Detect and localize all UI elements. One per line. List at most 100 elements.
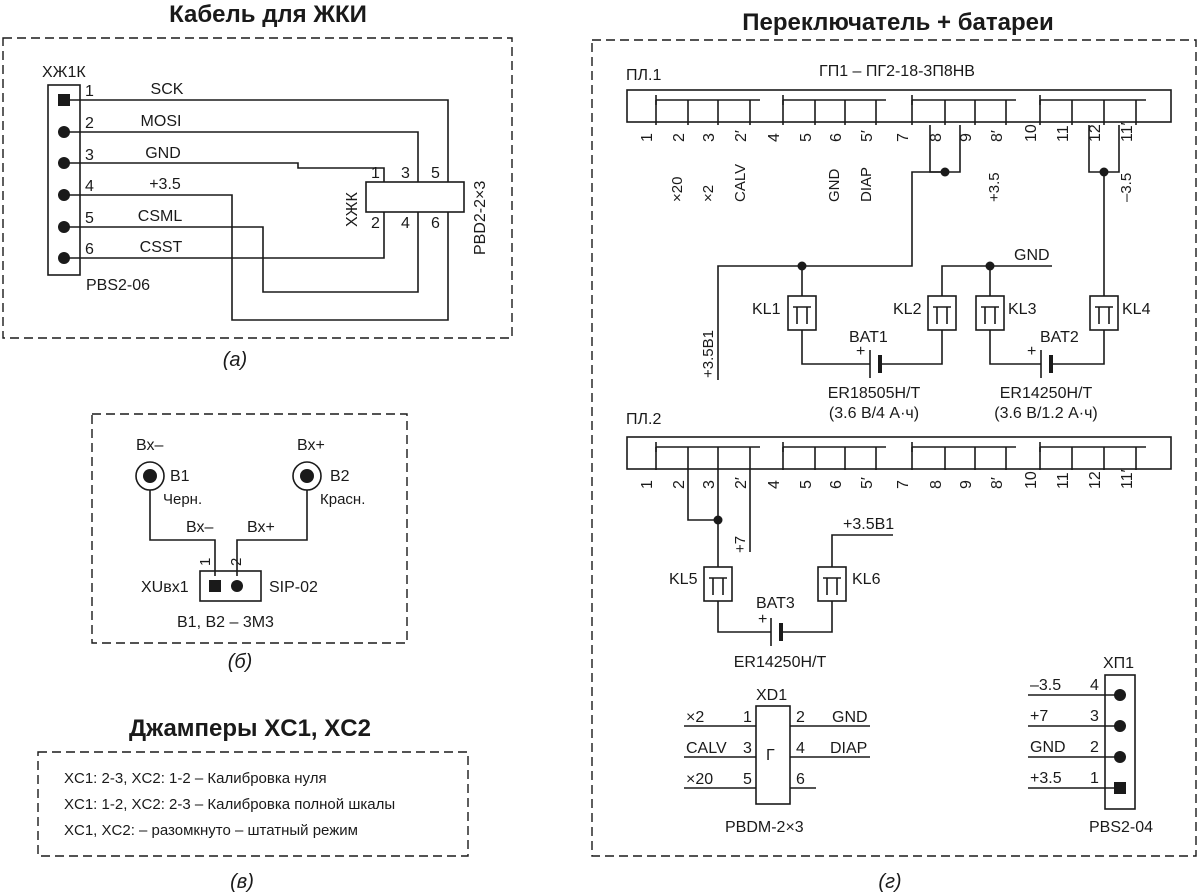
caption-v: (в) xyxy=(230,871,254,893)
net-35b1-label: +3.5В1 xyxy=(700,330,717,378)
contact-number: 4 xyxy=(766,480,783,489)
input-b2-color: Красн. xyxy=(320,491,365,508)
connector-xd1-type: PBDM-2×3 xyxy=(725,819,804,836)
signal-label: CSST xyxy=(140,239,183,256)
jumper-line: XC1: 2-3, XC2: 1-2 – Калибровка нуля xyxy=(64,770,327,787)
contact-number: 12 xyxy=(1087,124,1104,142)
deck2-label: ПЛ.2 xyxy=(626,411,661,428)
contact-number: 3 xyxy=(701,133,718,142)
contact-number: 4 xyxy=(766,133,783,142)
pin-number: 4 xyxy=(85,178,94,195)
net-gnd-label: GND xyxy=(1014,247,1050,264)
battery-plus: + xyxy=(758,611,767,628)
xd1-left-net: CALV xyxy=(686,740,727,757)
pin-number: 3 xyxy=(85,147,94,164)
socket-pin: 6 xyxy=(431,215,440,232)
net-label: ×2 xyxy=(700,185,717,202)
xd1-right-net: DIAP xyxy=(830,740,867,757)
switch-deck-body xyxy=(626,89,1172,123)
panel-v-jumpers: XC1: 2-3, XC2: 1-2 – Калибровка нуля XC1… xyxy=(37,751,469,857)
contact-number: 10 xyxy=(1023,124,1040,142)
panel-g-frame xyxy=(591,39,1197,857)
contact-number: 5′ xyxy=(859,477,876,489)
contact-number: 10 xyxy=(1023,471,1040,489)
wire-vx-plus xyxy=(236,490,308,576)
net-label: DIAP xyxy=(858,167,875,202)
battery-ref: BAT1 xyxy=(849,329,888,346)
connector-xp1-ref: ХП1 xyxy=(1103,655,1134,672)
net-label: GND xyxy=(826,169,843,203)
net-label: CALV xyxy=(732,164,749,202)
contact-number: 2′ xyxy=(733,130,750,142)
input-b1-jack-center xyxy=(143,469,157,483)
contact-number: 6 xyxy=(828,480,845,489)
wire-gnd-bus xyxy=(941,265,1052,296)
battery-type: ER14250H/T xyxy=(1000,385,1093,402)
battery-spec: (3.6 В/4 А·ч) xyxy=(829,405,919,422)
connector-xp1-body xyxy=(1104,674,1136,810)
caption-b: (б) xyxy=(228,651,253,673)
input-b2-name: Вх+ xyxy=(297,437,325,454)
wire-plus35 xyxy=(64,194,449,321)
jumper-line: XC1: 1-2, XC2: 2-3 – Калибровка полной ш… xyxy=(64,796,395,813)
contact-number: 8 xyxy=(928,133,945,142)
signal-label: +3.5 xyxy=(149,176,181,193)
contact-number: 7 xyxy=(895,480,912,489)
relay-label: KL2 xyxy=(893,301,922,318)
socket-pin: 2 xyxy=(371,215,380,232)
xp1-pin-num: 1 xyxy=(1090,770,1099,787)
switch-title: ГП1 – ПГ2-18-3П8НВ xyxy=(819,63,975,80)
panel-v-frame xyxy=(37,751,469,857)
wire-vx-minus xyxy=(149,490,216,576)
battery-ref: BAT3 xyxy=(756,595,795,612)
net-label: –3.5 xyxy=(1118,173,1135,202)
connector-xj1k-body xyxy=(47,84,81,276)
xp1-pin-num: 4 xyxy=(1090,677,1099,694)
panel-b-inputs: Вх– B1 Черн. Вх+ B2 Красн. Вх– Вх+ 1 2 X… xyxy=(91,413,408,644)
pin-number: 1 xyxy=(197,558,214,566)
connector-type-label: PBS2-06 xyxy=(86,277,150,294)
contact-number: 1 xyxy=(639,133,656,142)
wire-csst xyxy=(64,212,385,259)
battery-plus: + xyxy=(1027,343,1036,360)
relay-label: KL5 xyxy=(669,571,698,588)
input-b1-color: Черн. xyxy=(163,491,202,508)
contact-number: 2 xyxy=(671,480,688,489)
caption-g: (г) xyxy=(878,871,901,893)
lcd-label: ХЖК xyxy=(344,192,361,227)
xp1-net: +3.5 xyxy=(1030,770,1062,787)
relay-kl1 xyxy=(787,295,817,331)
xd1-left-net: ×2 xyxy=(686,709,704,726)
pin-number: 2 xyxy=(228,558,245,566)
signal-label: GND xyxy=(145,145,181,162)
relay-kl6 xyxy=(817,566,847,602)
battery-ref: BAT2 xyxy=(1040,329,1079,346)
contact-number: 5 xyxy=(798,480,815,489)
jumper-line: XC1, XC2: – разомкнуто – штатный режим xyxy=(64,822,358,839)
relay-label: KL3 xyxy=(1008,301,1037,318)
contact-number: 5′ xyxy=(859,130,876,142)
battery-spec: (3.6 В/1.2 А·ч) xyxy=(994,405,1097,422)
pin-1-marker xyxy=(209,580,221,592)
contact-number: 8 xyxy=(928,480,945,489)
wire-vx-plus-label: Вх+ xyxy=(247,519,275,536)
xp1-net: +7 xyxy=(1030,708,1048,725)
input-b1-name: Вх– xyxy=(136,437,163,454)
signal-label: SCK xyxy=(151,81,184,98)
junction-dot xyxy=(985,261,995,271)
contact-number: 12 xyxy=(1087,471,1104,489)
socket-type-label: PBD2-2×3 xyxy=(472,181,489,255)
relay-kl5 xyxy=(703,566,733,602)
wire-35b1 xyxy=(717,171,945,380)
wire-sck xyxy=(64,99,449,182)
battery-plus: + xyxy=(856,343,865,360)
relay-label: KL1 xyxy=(752,301,781,318)
contact-number: 6 xyxy=(828,133,845,142)
xd1-pin-num: 2 xyxy=(796,709,805,726)
switch-deck-body xyxy=(626,436,1172,470)
socket-pin: 3 xyxy=(401,165,410,182)
wire-bat1-right xyxy=(880,330,943,365)
connector-xj1k-label: ХЖ1К xyxy=(42,64,86,81)
panel-b-frame xyxy=(91,413,408,644)
relay-kl4 xyxy=(1089,295,1119,331)
